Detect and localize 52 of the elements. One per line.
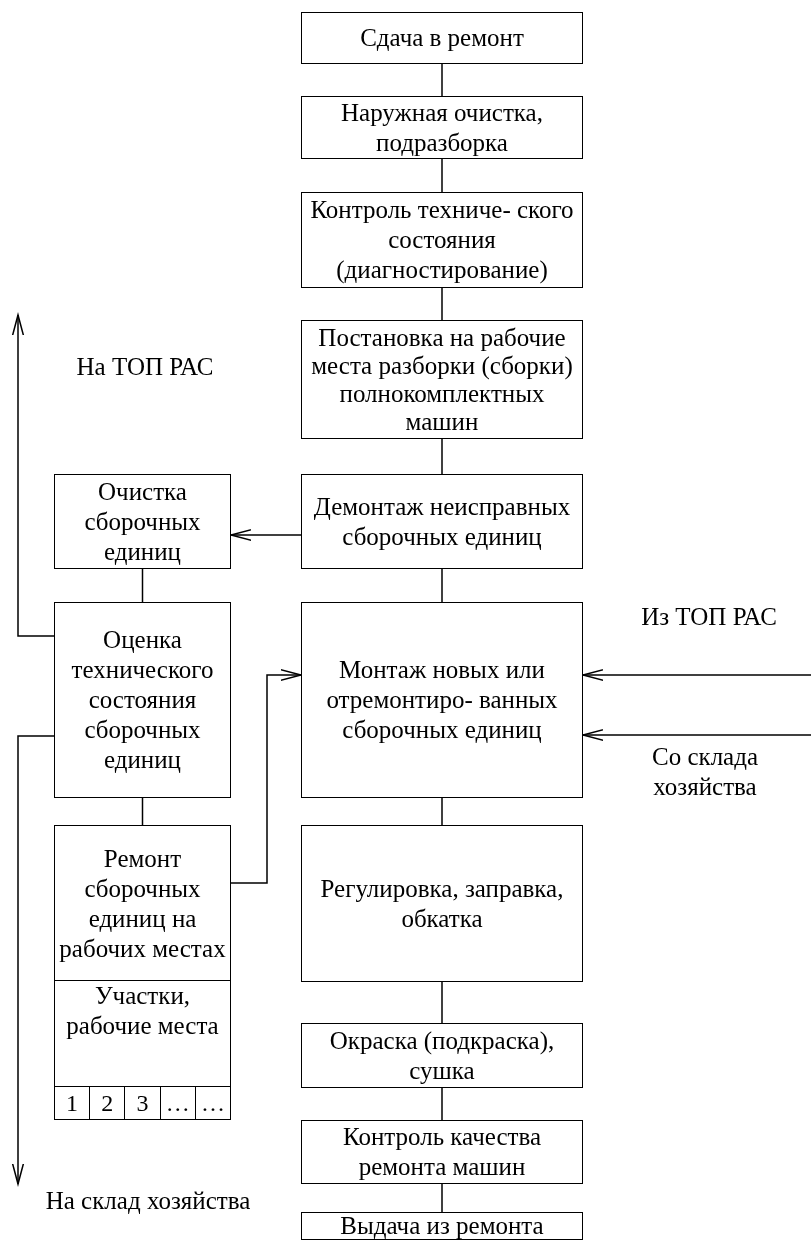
box-text: Контроль техниче- ского состояния (диагностирование) <box>309 195 575 285</box>
box-text: Демонтаж неисправных сборочных единиц <box>312 491 572 552</box>
process-box <box>301 1120 583 1184</box>
arrow-label: Со склада хозяйства <box>650 742 760 802</box>
arrow <box>230 666 302 884</box>
process-box <box>301 602 583 798</box>
connector-line <box>441 1183 443 1213</box>
box-text: Участки, рабочие места <box>65 981 220 1041</box>
connector-line <box>441 568 443 603</box>
table-cell: 2 <box>90 1087 126 1119</box>
process-box <box>54 825 231 982</box>
process-box <box>301 1023 583 1088</box>
box-text: Постановка на рабочие места разборки (сборки) полнокомплектных машин <box>310 323 574 436</box>
process-box <box>54 602 231 798</box>
process-box <box>301 12 583 64</box>
arrow <box>9 735 55 1185</box>
box-text: Регулировка, заправка, обкатка <box>319 873 565 934</box>
connector-line <box>441 158 443 193</box>
process-box <box>54 474 231 569</box>
connector-line <box>441 981 443 1024</box>
process-box <box>301 474 583 569</box>
box-text: Контроль качества ремонта машин <box>341 1122 543 1182</box>
box-text: Очистка сборочных единиц <box>83 476 202 567</box>
box-text: Наружная очистка, подразборка <box>340 97 544 158</box>
connector-line <box>141 568 144 603</box>
arrow-label: На ТОП РАС <box>75 352 215 382</box>
arrow <box>582 666 811 684</box>
table-cell-text: … <box>199 1089 226 1118</box>
arrow-label: Из ТОП РАС <box>640 602 778 632</box>
table-cell: 1 <box>55 1087 91 1119</box>
connector-line <box>141 797 144 826</box>
box-text: Оценка технического состояния сборочных единиц <box>70 625 215 775</box>
connector-line <box>441 797 443 826</box>
arrow <box>230 526 302 544</box>
arrow-label: На склад хозяйства <box>44 1186 252 1216</box>
box-text: Окраска (подкраска), сушка <box>328 1025 556 1086</box>
connector-line <box>441 1087 443 1121</box>
arrow <box>582 726 811 744</box>
table-cell: 3 <box>125 1087 161 1119</box>
connector-line <box>441 63 443 97</box>
table-cell: … <box>160 1087 196 1119</box>
connector-line <box>441 287 443 321</box>
box-text: Ремонт сборочных единиц на рабочих местах <box>59 843 226 964</box>
process-box <box>301 825 583 982</box>
arrow <box>9 314 55 637</box>
box-text: Сдача в ремонт <box>360 23 524 53</box>
process-box <box>301 1212 583 1240</box>
process-box <box>54 980 231 1120</box>
box-text: Выдача из ремонта <box>340 1213 544 1239</box>
box-text: Монтаж новых или отремонтиро- ванных сборочных единиц <box>325 655 559 745</box>
connector-line <box>441 438 443 475</box>
process-box <box>301 96 583 159</box>
